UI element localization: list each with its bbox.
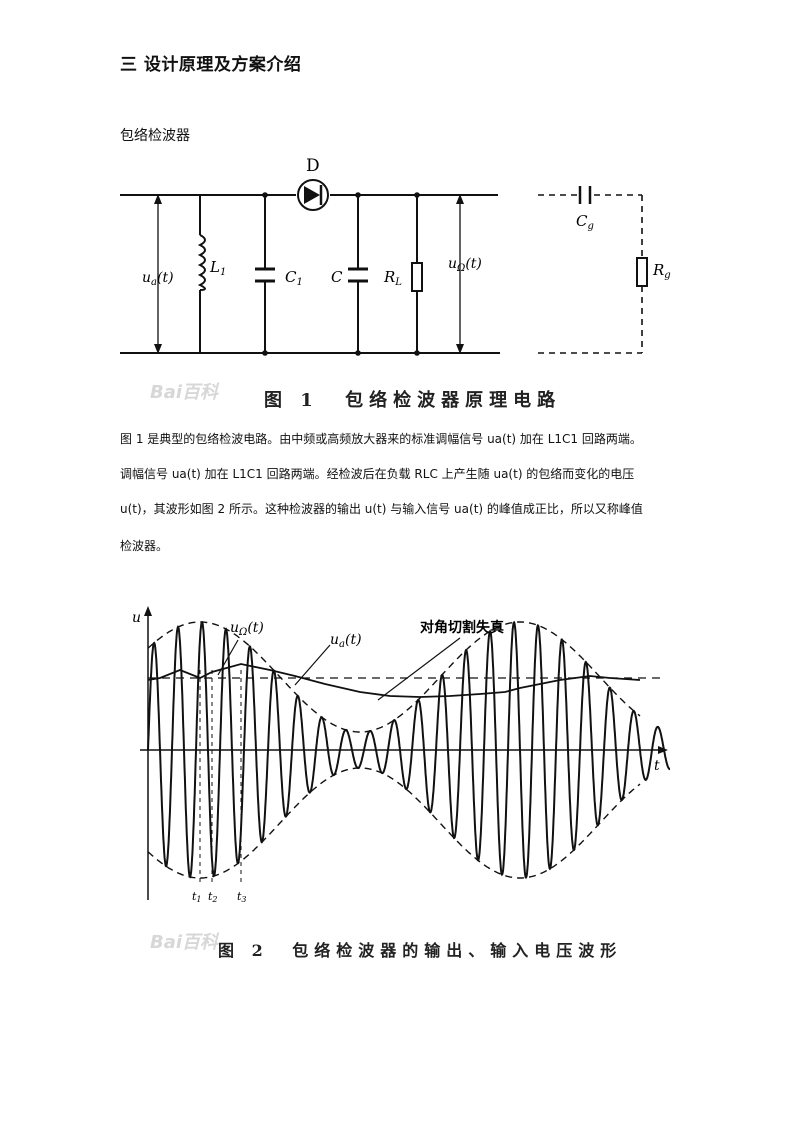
diode-symbol: [297, 179, 329, 211]
subsection-title: 包络检波器: [120, 128, 190, 144]
rl-label: RL: [383, 268, 402, 288]
section-title: 三 设计原理及方案介绍: [120, 55, 302, 75]
figure-2-caption-number: 图 2: [218, 941, 269, 960]
ua-waveform-label: ua(t): [330, 632, 362, 650]
ua-label: ua(t): [142, 270, 174, 288]
figure-1: D ua(t) L1 C1 C RL uΩ(t) Cg Rg: [118, 150, 678, 415]
figure-1-caption: 图 1 包络检波器原理电路: [264, 386, 561, 412]
figure-1-circuit: D ua(t) L1 C1 C RL uΩ(t) Cg Rg: [120, 156, 671, 356]
axis-u-label: u: [132, 610, 141, 626]
paragraph-line-3: u(t)，其波形如图 2 所示。这种检波器的输出 u(t) 与输入信号 ua(t…: [120, 502, 643, 516]
c-label: C: [331, 268, 343, 286]
t2-label: t2: [208, 890, 218, 904]
t1-label: t1: [192, 890, 202, 904]
watermark-logo-2: Bai百科: [150, 932, 219, 953]
figure-2-caption: 图 2 包络检波器的输出、输入电压波形: [218, 937, 622, 961]
c1-label: C1: [285, 268, 303, 288]
cg-label: Cg: [576, 212, 594, 232]
t3-label: t3: [237, 890, 247, 904]
uo-label: uΩ(t): [448, 256, 482, 274]
figure-1-caption-text: 包络检波器原理电路: [345, 390, 562, 411]
diode-label: D: [306, 156, 320, 176]
distortion-label: 对角切割失真: [420, 619, 504, 636]
watermark-logo: Bai百科: [150, 382, 219, 403]
paragraph-line-4: 检波器。: [120, 539, 169, 553]
paragraph-line-2: 调幅信号 ua(t) 加在 L1C1 回路两端。经检波后在负载 RLC 上产生随…: [120, 467, 635, 481]
axis-t-label: t: [654, 758, 660, 774]
figure-2: u t uΩ(t) ua(t) 对角切割失真 t1 t2 t3: [120, 600, 680, 920]
paragraph-line-1: 图 1 是典型的包络检波电路。由中频或高频放大器来的标准调幅信号 ua(t) 加…: [120, 432, 642, 446]
figure-1-caption-number: 图 1: [264, 390, 319, 411]
uo-waveform-label: uΩ(t): [230, 620, 264, 638]
l1-label: L1: [209, 258, 226, 278]
figure-2-caption-text: 包络检波器的输出、输入电压波形: [292, 941, 623, 960]
rg-label: Rg: [652, 261, 671, 281]
figure-2-waveform: u t uΩ(t) ua(t) 对角切割失真 t1 t2 t3: [132, 606, 671, 904]
